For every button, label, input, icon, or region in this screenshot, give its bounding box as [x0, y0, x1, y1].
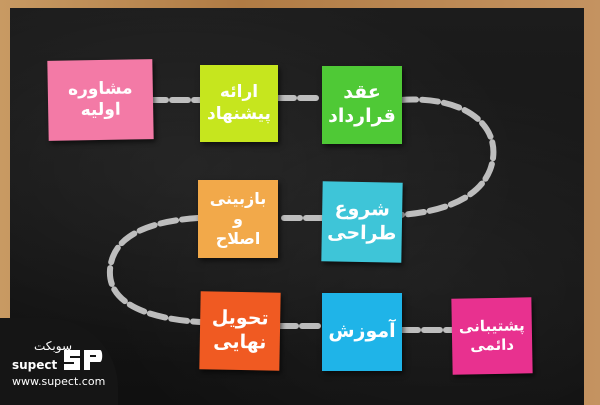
- note-contract: عقد قرارداد: [322, 66, 402, 144]
- note-review-edit: بازبینی و اصلاح: [198, 180, 278, 258]
- note-permanent-support: پشتیبانی دائمی: [451, 297, 533, 375]
- note-final-delivery: تحویل نهایی: [199, 291, 281, 371]
- note-label: پشتیبانی دائمی: [458, 316, 525, 355]
- logo-name-en: supect: [12, 358, 58, 372]
- logo-url: www.supect.com: [12, 375, 106, 388]
- note-label: تحویل نهایی: [211, 306, 269, 354]
- logo-name-fa: سوبکت: [34, 339, 73, 353]
- note-label: عقد قرارداد: [328, 81, 396, 127]
- logo-mark-icon: [64, 350, 103, 370]
- note-label: ارائه پیشنهاد: [207, 82, 271, 124]
- note-initial-consultation: مشاوره اولیه: [47, 59, 154, 141]
- note-label: آموزش: [328, 320, 396, 343]
- note-start-design: شروع طراحی: [321, 181, 403, 263]
- note-label: بازبینی و اصلاح: [209, 189, 267, 248]
- note-training: آموزش: [322, 293, 402, 371]
- note-label: شروع طراحی: [327, 197, 397, 245]
- note-proposal: ارائه پیشنهاد: [200, 65, 278, 142]
- note-label: مشاوره اولیه: [67, 78, 133, 121]
